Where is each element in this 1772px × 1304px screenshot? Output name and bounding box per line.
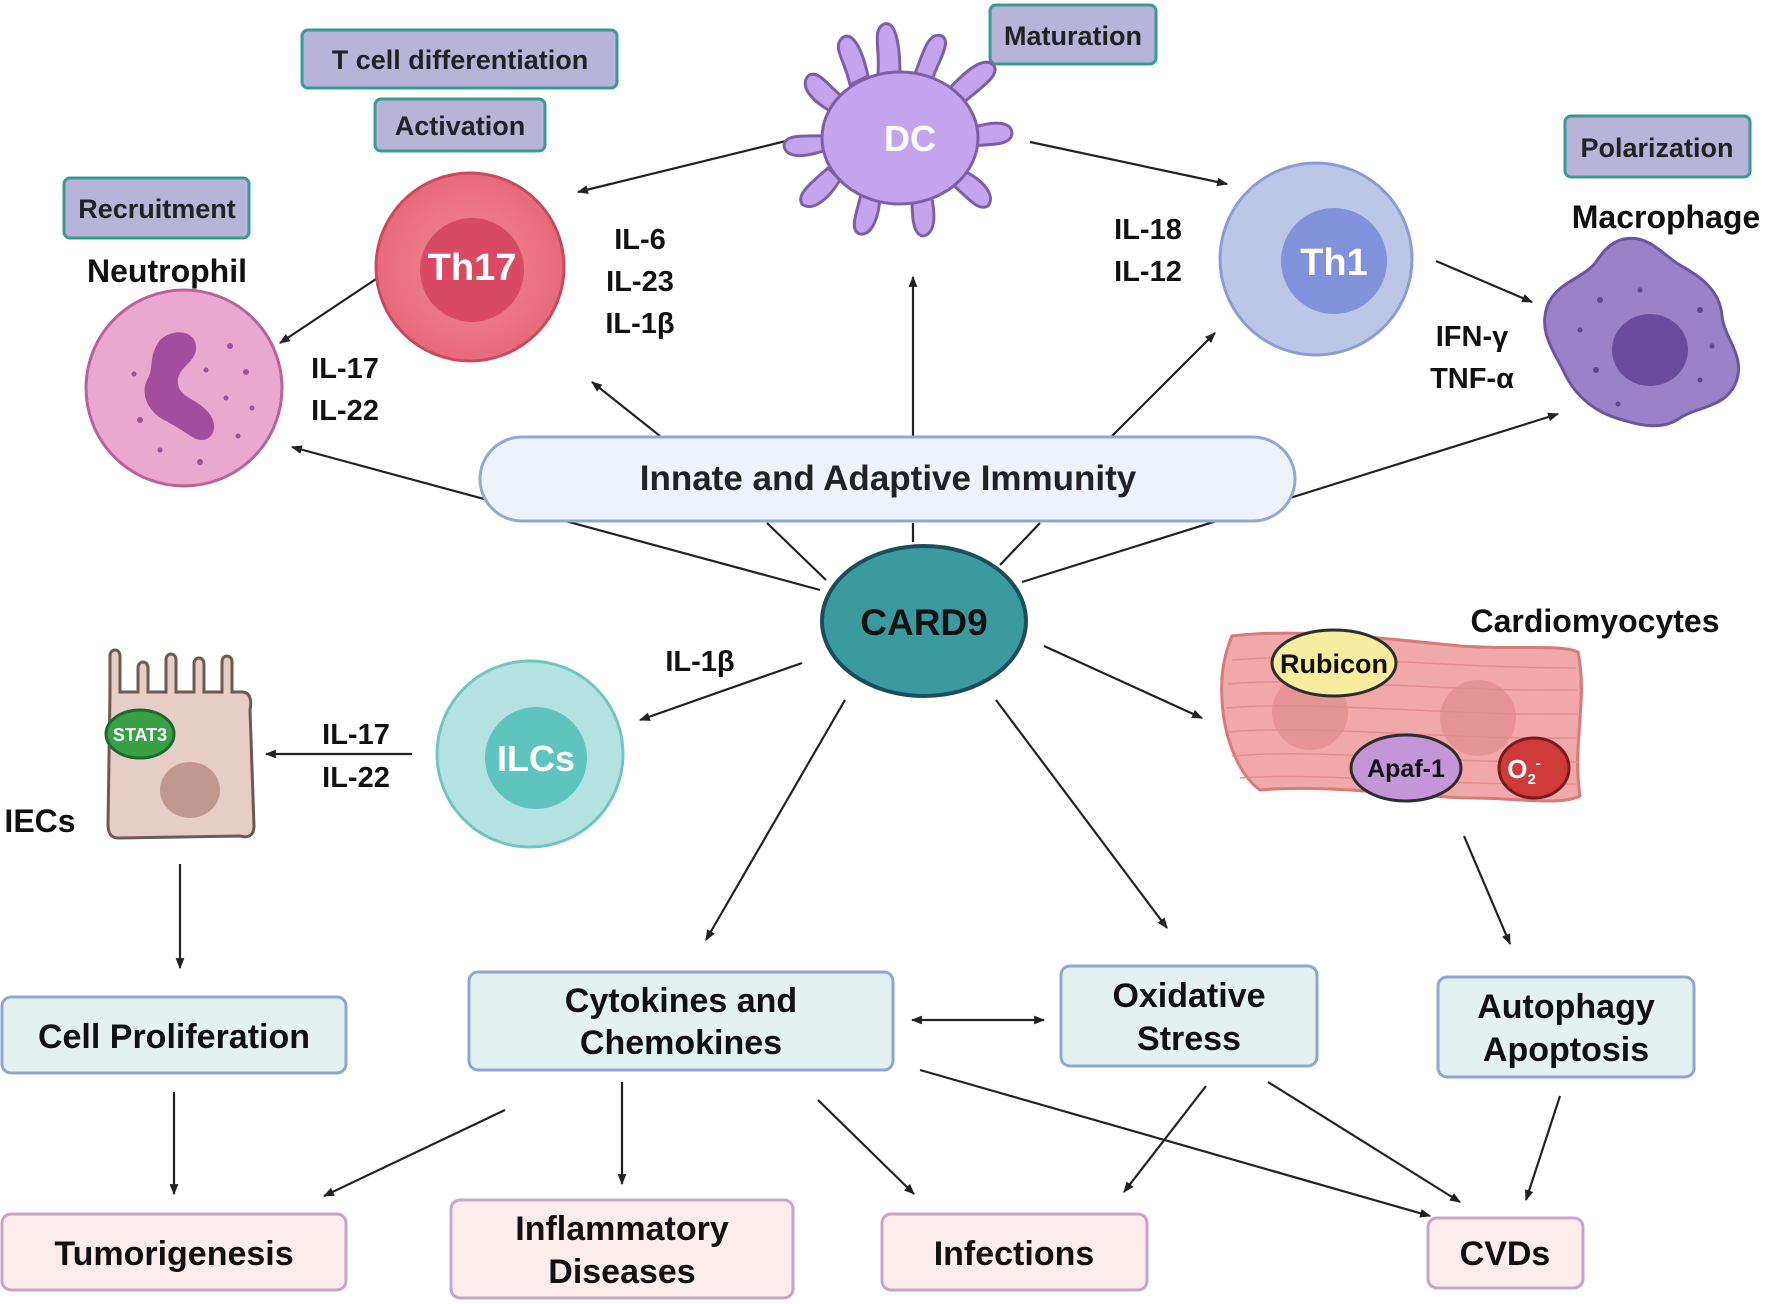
macrophage-cell: Macrophage [1543,199,1760,428]
neutrophil-cell: Neutrophil [84,253,284,488]
arrow-oxidative-cvds [1267,1081,1461,1203]
arrow-dc-th1 [1029,140,1229,187]
rubicon-label: Rubicon [1280,649,1388,679]
svg-text:Activation: Activation [395,111,526,141]
ilcs-cell: ILCs [435,659,625,849]
tag-polarization: Polarization [1563,114,1752,179]
neutrophil-granules [131,343,255,465]
apaf1-oval [1349,733,1463,803]
cardiomyocytes-label: Cardiomyocytes [1471,603,1720,639]
svg-text:Inflammatory: Inflammatory [515,1210,729,1248]
immunity-label: Innate and Adaptive Immunity [640,459,1137,498]
arrow-autophagy-cvds [1524,1095,1562,1202]
cardiomyocyte-cell: Cardiomyocytes Rubicon Apaf-1 O2- [1220,603,1720,803]
cytokine-il17-ilcs: IL-17 [322,719,390,751]
cytokine-il23: IL-23 [606,266,674,298]
dc-label: DC [884,118,936,159]
svg-text:T cell differentiation: T cell differentiation [332,45,589,75]
tag-activation: Activation [373,97,547,153]
th17-cell: Th17 [374,171,566,363]
macrophage-granules [1577,287,1715,407]
th1-label: Th1 [1300,242,1368,284]
cytokine-il17-th17: IL-17 [311,353,379,385]
tag-recruitment: Recruitment [62,176,251,240]
svg-text:Recruitment: Recruitment [78,194,236,224]
stat3-label: STAT3 [113,725,167,745]
outcome-infections: Infections [880,1212,1149,1292]
arrow-oxidative-infections [1123,1085,1207,1193]
neutrophil-nucleus [144,332,215,440]
cytokine-labels: IL-17 IL-22 IL-6 IL-23 IL-1β IL-18 IL-12… [311,214,1514,794]
arrow-th17-neutrophil [279,278,377,344]
svg-text:Diseases: Diseases [548,1253,695,1291]
th17-label: Th17 [428,247,517,289]
arrow-cytokines-tumorigenesis [323,1109,506,1197]
iec-cell: STAT3 IECs [4,648,256,840]
tag-maturation: Maturation [988,3,1158,66]
connectors [169,139,1562,1218]
immunity-bar: Innate and Adaptive Immunity [478,435,1297,523]
arrow-to-th17 [591,381,661,437]
cytokine-il18: IL-18 [1114,214,1182,246]
arrow-card9-oxidative [995,699,1168,929]
rubicon-oval [1270,628,1398,698]
cytokine-ifng: IFN-γ [1436,321,1509,353]
o2-label: O2- [1507,754,1541,788]
line-card9-immunity-right [999,522,1041,566]
o2-oval [1497,736,1571,800]
process-cytokines-chemokines: Cytokines and Chemokines [467,970,895,1072]
process-cell-proliferation: Cell Proliferation [0,995,348,1075]
svg-text:Infections: Infections [934,1235,1095,1273]
outcome-cvds: CVDs [1426,1216,1585,1290]
arrow-to-th1 [1111,332,1216,437]
arrow-card9-cardiomyocytes [1043,644,1204,720]
outcome-tumorigenesis: Tumorigenesis [0,1212,348,1292]
svg-text:Autophagy: Autophagy [1477,988,1655,1026]
cytokine-tnfa: TNF-α [1430,363,1514,395]
process-autophagy-apoptosis: Autophagy Apoptosis [1436,975,1696,1079]
arrow-cytokines-infections [817,1099,915,1195]
th1-cell: Th1 [1218,161,1414,357]
arrow-cytokines-cvds [919,1068,1432,1218]
svg-text:CVDs: CVDs [1460,1235,1551,1273]
dc-dendrites [782,22,1014,238]
svg-text:Cell Proliferation: Cell Proliferation [38,1018,310,1056]
card9-label: CARD9 [860,602,987,643]
svg-text:Oxidative: Oxidative [1112,977,1265,1015]
apaf1-label: Apaf-1 [1367,755,1445,783]
svg-text:Polarization: Polarization [1580,133,1733,163]
cytokine-il1b-ilcs: IL-1β [665,646,734,678]
svg-text:Apoptosis: Apoptosis [1483,1031,1649,1069]
process-oxidative-stress: Oxidative Stress [1059,964,1319,1068]
ilcs-label: ILCs [497,738,575,779]
outcome-inflammatory-diseases: Inflammatory Diseases [449,1198,795,1300]
arrow-cardio-autophagy [1462,835,1512,946]
line-card9-immunity-left [766,522,827,581]
neutrophil-label: Neutrophil [87,253,247,289]
svg-text:Tumorigenesis: Tumorigenesis [54,1235,293,1273]
dc-cell: DC [782,22,1014,238]
tag-t-cell-differentiation: T cell differentiation [300,28,619,90]
svg-text:Cytokines and: Cytokines and [565,982,797,1020]
arrow-th1-macrophage [1435,259,1534,304]
svg-text:Chemokines: Chemokines [580,1024,782,1062]
card9-node: CARD9 [820,544,1028,698]
arrow-card9-cytokines [705,699,846,941]
cytokine-il1b-dc: IL-1β [605,308,674,340]
iecs-label: IECs [4,803,75,839]
cytokine-il22-ilcs: IL-22 [322,762,390,794]
cytokine-il12: IL-12 [1114,256,1182,288]
cytokine-il22-th17: IL-22 [311,395,379,427]
cytokine-il6: IL-6 [614,224,666,256]
svg-text:Stress: Stress [1137,1020,1241,1058]
macrophage-label: Macrophage [1572,199,1760,235]
svg-text:Maturation: Maturation [1004,21,1142,51]
arrow-dc-th17 [576,139,787,194]
arrow-card9-ilcs [638,661,803,722]
